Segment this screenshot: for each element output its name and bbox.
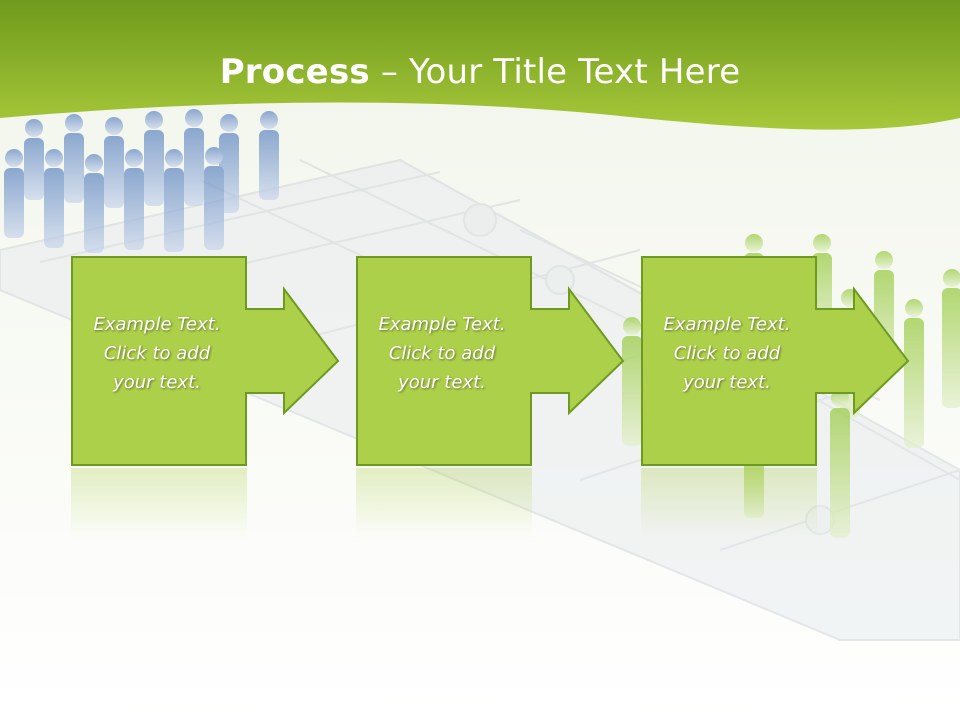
title-rest: – Your Title Text Here bbox=[369, 52, 741, 92]
step-3-text[interactable]: Example Text. Click to add your text. bbox=[663, 314, 791, 393]
step-3: Example Text. Click to add your text. bbox=[641, 256, 910, 468]
step-1: Example Text. Click to add your text. bbox=[71, 256, 340, 468]
step-1-text[interactable]: Example Text. Click to add your text. bbox=[93, 314, 221, 393]
step-3-arrow-shape bbox=[641, 256, 910, 466]
step-1-arrow-shape bbox=[71, 256, 340, 466]
header-band bbox=[0, 0, 960, 130]
step-2: Example Text. Click to add your text. bbox=[356, 256, 625, 468]
step-2-text[interactable]: Example Text. Click to add your text. bbox=[378, 314, 506, 393]
step-2-reflection bbox=[356, 468, 532, 538]
step-1-reflection bbox=[71, 468, 247, 538]
page-title: Process – Your Title Text Here bbox=[0, 52, 960, 92]
step-2-arrow-shape bbox=[356, 256, 625, 466]
step-3-reflection bbox=[641, 468, 817, 538]
blue-people-figures bbox=[4, 109, 279, 253]
title-bold: Process bbox=[219, 52, 370, 92]
